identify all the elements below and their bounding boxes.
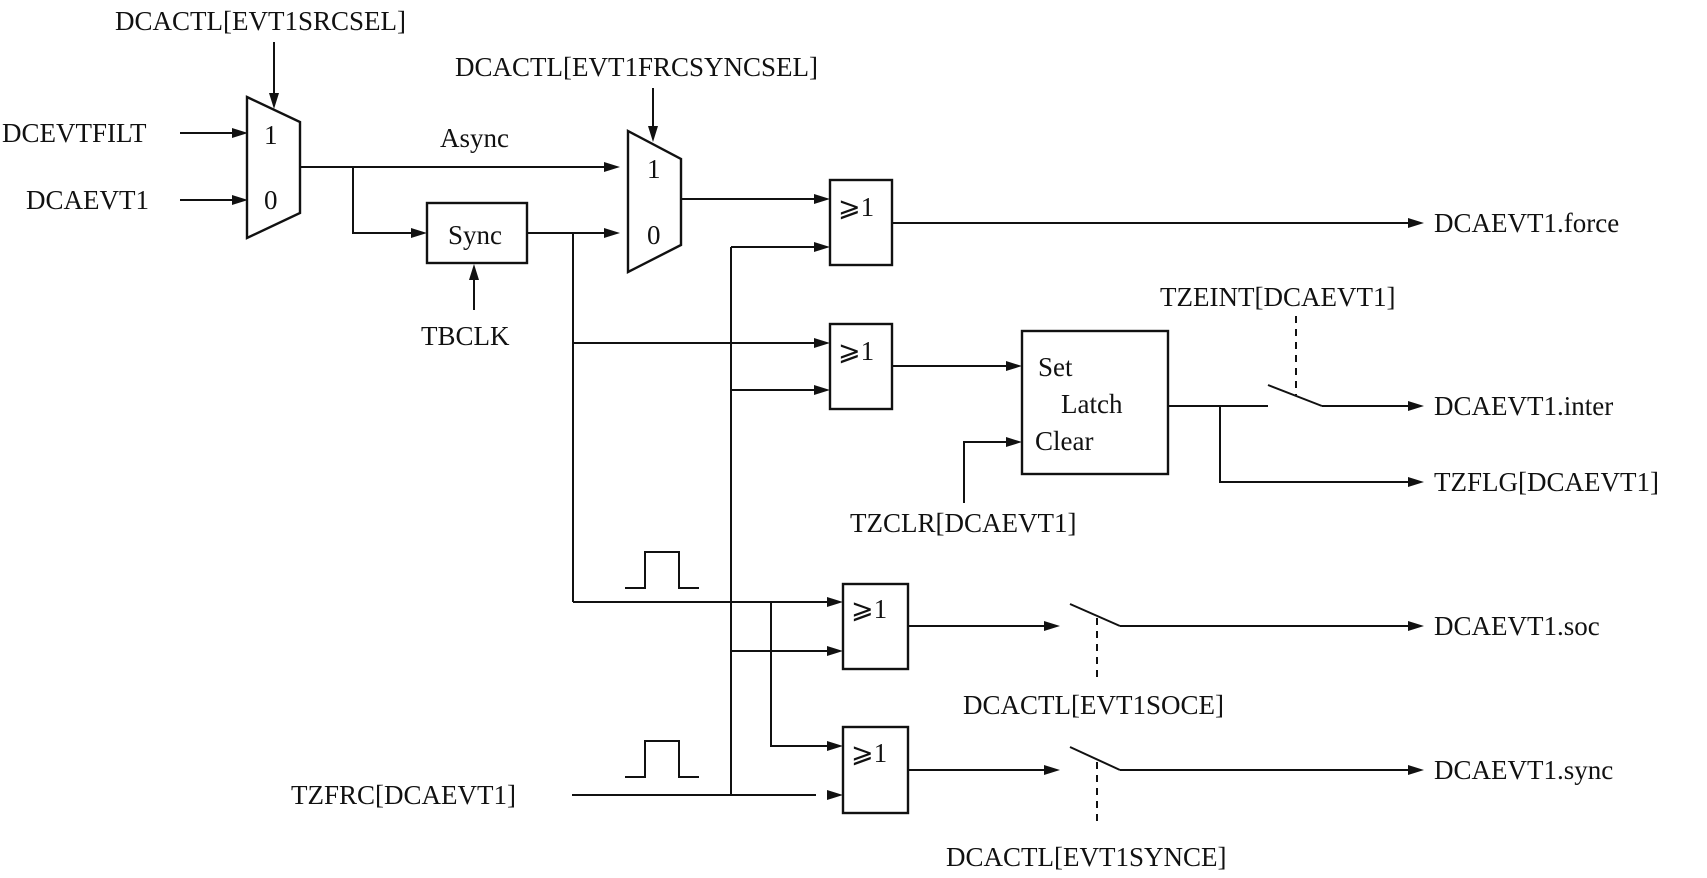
tzclr-label: TZCLR[DCAEVT1]	[850, 508, 1076, 538]
evt1soce-label: DCACTL[EVT1SOCE]	[963, 690, 1224, 720]
tzfrc-to-or2-arrowhead	[814, 385, 830, 395]
pulse-icon-lower	[625, 740, 699, 778]
or-gate-soc-label: ⩾1	[851, 594, 887, 624]
async-label: Async	[440, 123, 509, 153]
source-mux-input-1-label: 1	[264, 120, 278, 150]
soc-out-arrowhead	[1408, 621, 1424, 631]
tzflg-arrowhead	[1408, 477, 1424, 487]
sync-out-final-arrowhead	[1408, 765, 1424, 775]
tbclk-input-label: TBCLK	[421, 321, 510, 351]
force-sync-select-mux-body	[626, 129, 683, 274]
tzclr-wire	[963, 441, 1008, 503]
dcaevt1-arrowhead	[232, 195, 248, 205]
evt1srcsel-label: DCACTL[EVT1SRCSEL]	[115, 6, 406, 36]
tzfrc-to-or3-arrowhead	[827, 646, 843, 656]
force-sync-select-mux: 1 0	[626, 129, 683, 274]
tzfrc-input-label: TZFRC[DCAEVT1]	[291, 780, 516, 810]
evt1synce-label: DCACTL[EVT1SYNCE]	[946, 842, 1226, 872]
sync-mux-input-0-label: 0	[647, 220, 661, 250]
source-mux-input-0-label: 0	[264, 185, 278, 215]
or4-out-arrowhead	[1044, 765, 1060, 775]
latch-set-label: Set	[1038, 352, 1073, 382]
tzflg-output-label: TZFLG[DCAEVT1]	[1434, 467, 1659, 497]
force-output-label: DCAEVT1.force	[1434, 208, 1619, 238]
or2-to-latch-arrowhead	[1006, 361, 1022, 371]
evt1frcsyncsel-label: DCACTL[EVT1FRCSYNCSEL]	[455, 52, 818, 82]
dcevtfilt-arrowhead	[232, 128, 248, 138]
to-sync-wire	[352, 167, 413, 234]
force-out-arrowhead	[1408, 218, 1424, 228]
inter-switch-blade	[1267, 384, 1323, 407]
latch-clear-label: Clear	[1035, 426, 1093, 456]
soc-output-label: DCAEVT1.soc	[1434, 611, 1600, 641]
pulse-to-or4-arrowhead	[827, 741, 843, 751]
latch-block	[1020, 329, 1170, 476]
sync-mux-input-1-label: 1	[647, 154, 661, 184]
dcevtfilt-input-label: DCEVTFILT	[2, 118, 147, 148]
tzflg-wire	[1219, 406, 1408, 483]
dcaevt1-input-label: DCAEVT1	[26, 185, 149, 215]
evt1frcsyncsel-arrowhead	[648, 126, 658, 142]
sync-output-label: DCAEVT1.sync	[1434, 755, 1613, 785]
or3-out-arrowhead	[1044, 621, 1060, 631]
pulse-to-or4-wire	[770, 602, 829, 747]
tbclk-arrowhead	[469, 264, 479, 280]
or-gate-force-label: ⩾1	[838, 192, 874, 222]
inter-output-label: DCAEVT1.inter	[1434, 391, 1613, 421]
sync-switch-blade	[1069, 746, 1121, 771]
or-gate-inter	[828, 322, 894, 411]
tzclr-arrowhead	[1006, 437, 1022, 447]
sync-to-or2-arrowhead	[814, 338, 830, 348]
sync-block-label: Sync	[448, 220, 502, 250]
latch-latch-label: Latch	[1061, 389, 1123, 419]
or-gate-inter-label: ⩾1	[838, 336, 874, 366]
inter-out-arrowhead	[1408, 401, 1424, 411]
pulse-to-or3-arrowhead	[827, 597, 843, 607]
evt1srcsel-arrowhead	[269, 93, 279, 109]
soc-switch-blade	[1069, 603, 1121, 627]
source-select-mux-body	[245, 95, 302, 240]
mux2-out-arrowhead	[814, 194, 830, 204]
sync-out-arrowhead	[604, 228, 620, 238]
source-select-mux: 1 0	[245, 95, 302, 240]
tzeint-label: TZEINT[DCAEVT1]	[1160, 282, 1395, 312]
pulse-icon-upper	[625, 551, 699, 589]
or-gate-sync-label: ⩾1	[851, 738, 887, 768]
tzfrc-to-or5-arrowhead	[827, 790, 843, 800]
async-arrowhead	[604, 162, 620, 172]
to-sync-arrowhead	[411, 228, 427, 238]
tzfrc-to-or1-arrowhead	[814, 242, 830, 252]
